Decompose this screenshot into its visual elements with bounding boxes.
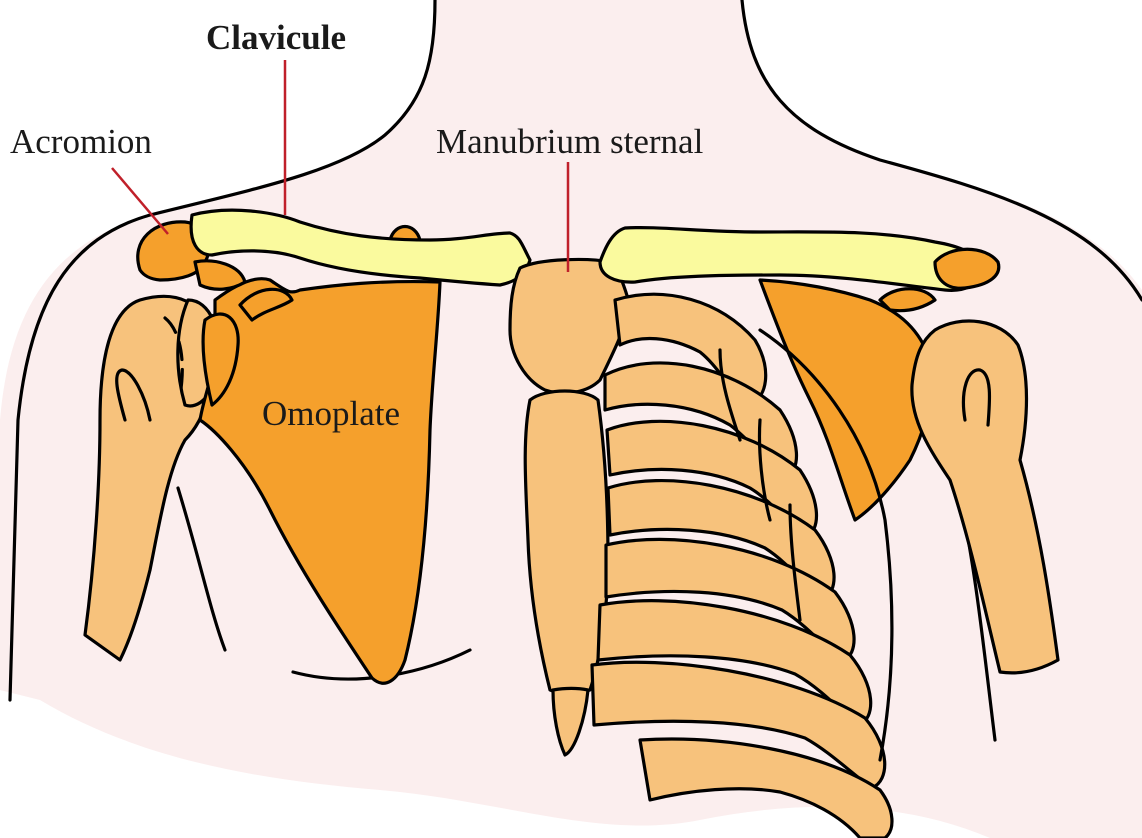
acromion-label: Acromion [10, 124, 152, 159]
clavicule-label: Clavicule [206, 20, 346, 55]
omoplate-label: Omoplate [262, 396, 400, 431]
manubrium-label: Manubrium sternal [436, 124, 703, 159]
right-acromion-process [935, 249, 999, 288]
